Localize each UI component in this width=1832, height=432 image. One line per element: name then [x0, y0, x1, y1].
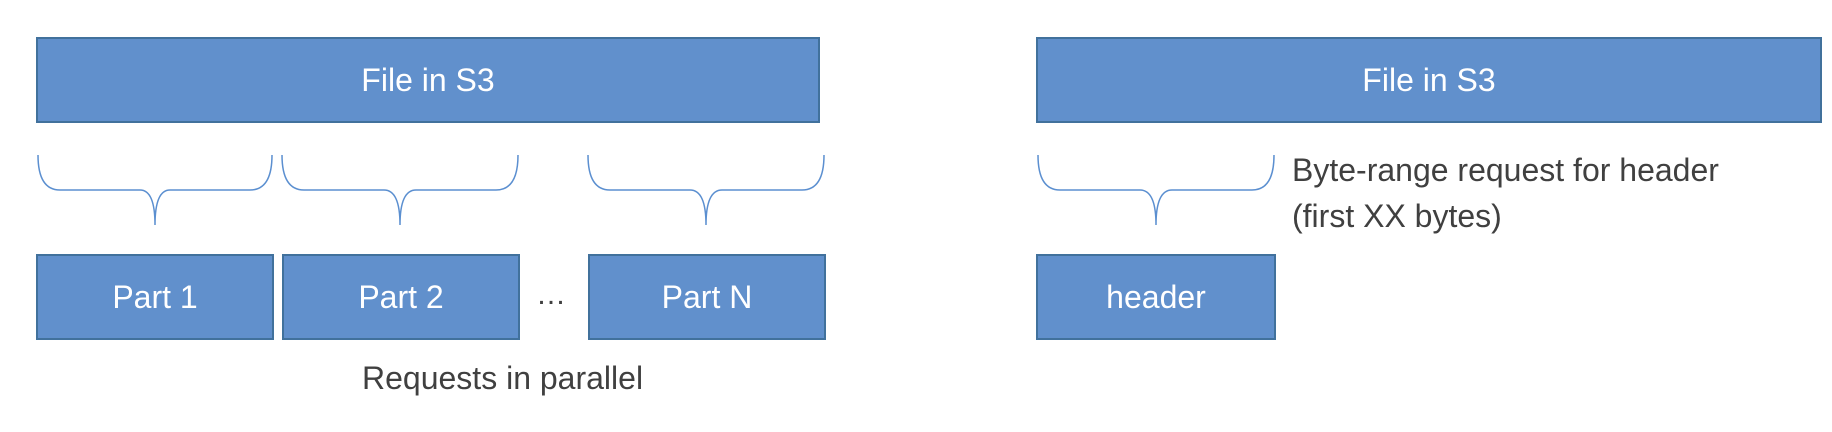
- part-n-label: Part N: [661, 278, 753, 315]
- part-1-box: Part 1: [36, 254, 274, 340]
- byte-range-note-line-1: Byte-range request for header: [1292, 152, 1719, 188]
- brace-part-2: [281, 154, 519, 226]
- brace-header: [1037, 154, 1275, 226]
- requests-in-parallel-caption: Requests in parallel: [362, 360, 644, 396]
- byte-range-note-line-2: (first XX bytes): [1292, 198, 1502, 234]
- part-1-label: Part 1: [112, 278, 198, 315]
- file-in-s3-box-right: File in S3: [1036, 37, 1822, 123]
- header-box: header: [1036, 254, 1276, 340]
- part-2-label: Part 2: [358, 278, 444, 315]
- ellipsis: …: [536, 278, 566, 311]
- part-2-box: Part 2: [282, 254, 520, 340]
- brace-part-n: [587, 154, 825, 226]
- brace-part-1: [37, 154, 273, 226]
- file-in-s3-label-right: File in S3: [1362, 61, 1496, 98]
- header-label: header: [1106, 278, 1206, 315]
- file-in-s3-box-left: File in S3: [36, 37, 820, 123]
- part-n-box: Part N: [588, 254, 826, 340]
- file-in-s3-label-left: File in S3: [361, 61, 495, 98]
